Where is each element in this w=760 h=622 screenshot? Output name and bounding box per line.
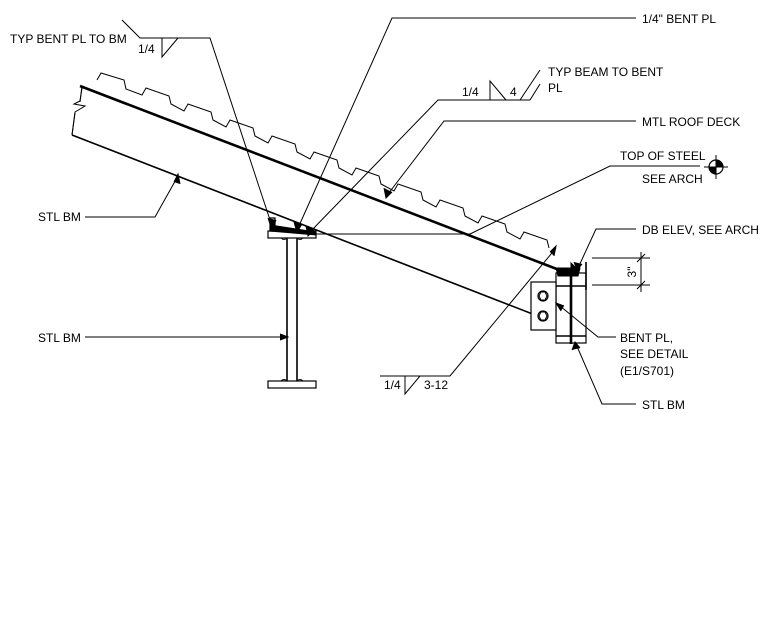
dimension-3in-label: 3" — [625, 267, 639, 278]
bolt-lower — [537, 310, 549, 322]
weld-length-beam-to-bent: 4 — [510, 85, 517, 99]
leaders — [85, 17, 636, 405]
bolt-upper — [537, 290, 549, 302]
metal-roof-deck — [96, 72, 550, 249]
label-bent-pl-quarter: 1/4" BENT PL — [642, 12, 716, 26]
label-see-arch: SEE ARCH — [642, 172, 703, 186]
label-top-of-steel: TOP OF STEEL — [620, 149, 706, 163]
label-typ-bent-pl-to-bm: TYP BENT PL TO BM — [10, 32, 127, 46]
weld-symbol-beam-to-bent — [456, 79, 541, 101]
weld-length-bottom: 3-12 — [424, 378, 448, 392]
break-line-icon — [71, 87, 87, 136]
weld-symbol-typ-bent-pl — [161, 37, 179, 59]
weld-size-typ-bent-pl: 1/4 — [138, 42, 155, 56]
label-typ-beam-to-bent-2: PL — [548, 81, 563, 95]
weld-symbol-bottom — [404, 375, 421, 396]
weld-size-beam-to-bent: 1/4 — [462, 85, 479, 99]
top-of-steel-datum — [316, 165, 700, 235]
label-bent-pl-3: (E1/S701) — [620, 364, 674, 378]
label-bent-pl-2: SEE DETAIL — [620, 347, 689, 361]
weld-size-bottom: 1/4 — [384, 378, 401, 392]
elevation-datum-icon — [704, 155, 728, 179]
label-typ-beam-to-bent-1: TYP BEAM TO BENT — [548, 65, 664, 79]
label-bent-pl-1: BENT PL, — [620, 331, 673, 345]
steel-beam-section — [267, 230, 317, 389]
label-stl-bm-lower: STL BM — [38, 331, 81, 345]
label-db-elev: DB ELEV, SEE ARCH — [642, 223, 759, 237]
dimension-3in: 3" — [592, 252, 650, 292]
label-stl-bm-upper: STL BM — [38, 210, 81, 224]
end-connection — [530, 261, 587, 344]
label-stl-bm-bottom: STL BM — [642, 398, 685, 412]
label-mtl-roof-deck: MTL ROOF DECK — [642, 115, 740, 129]
